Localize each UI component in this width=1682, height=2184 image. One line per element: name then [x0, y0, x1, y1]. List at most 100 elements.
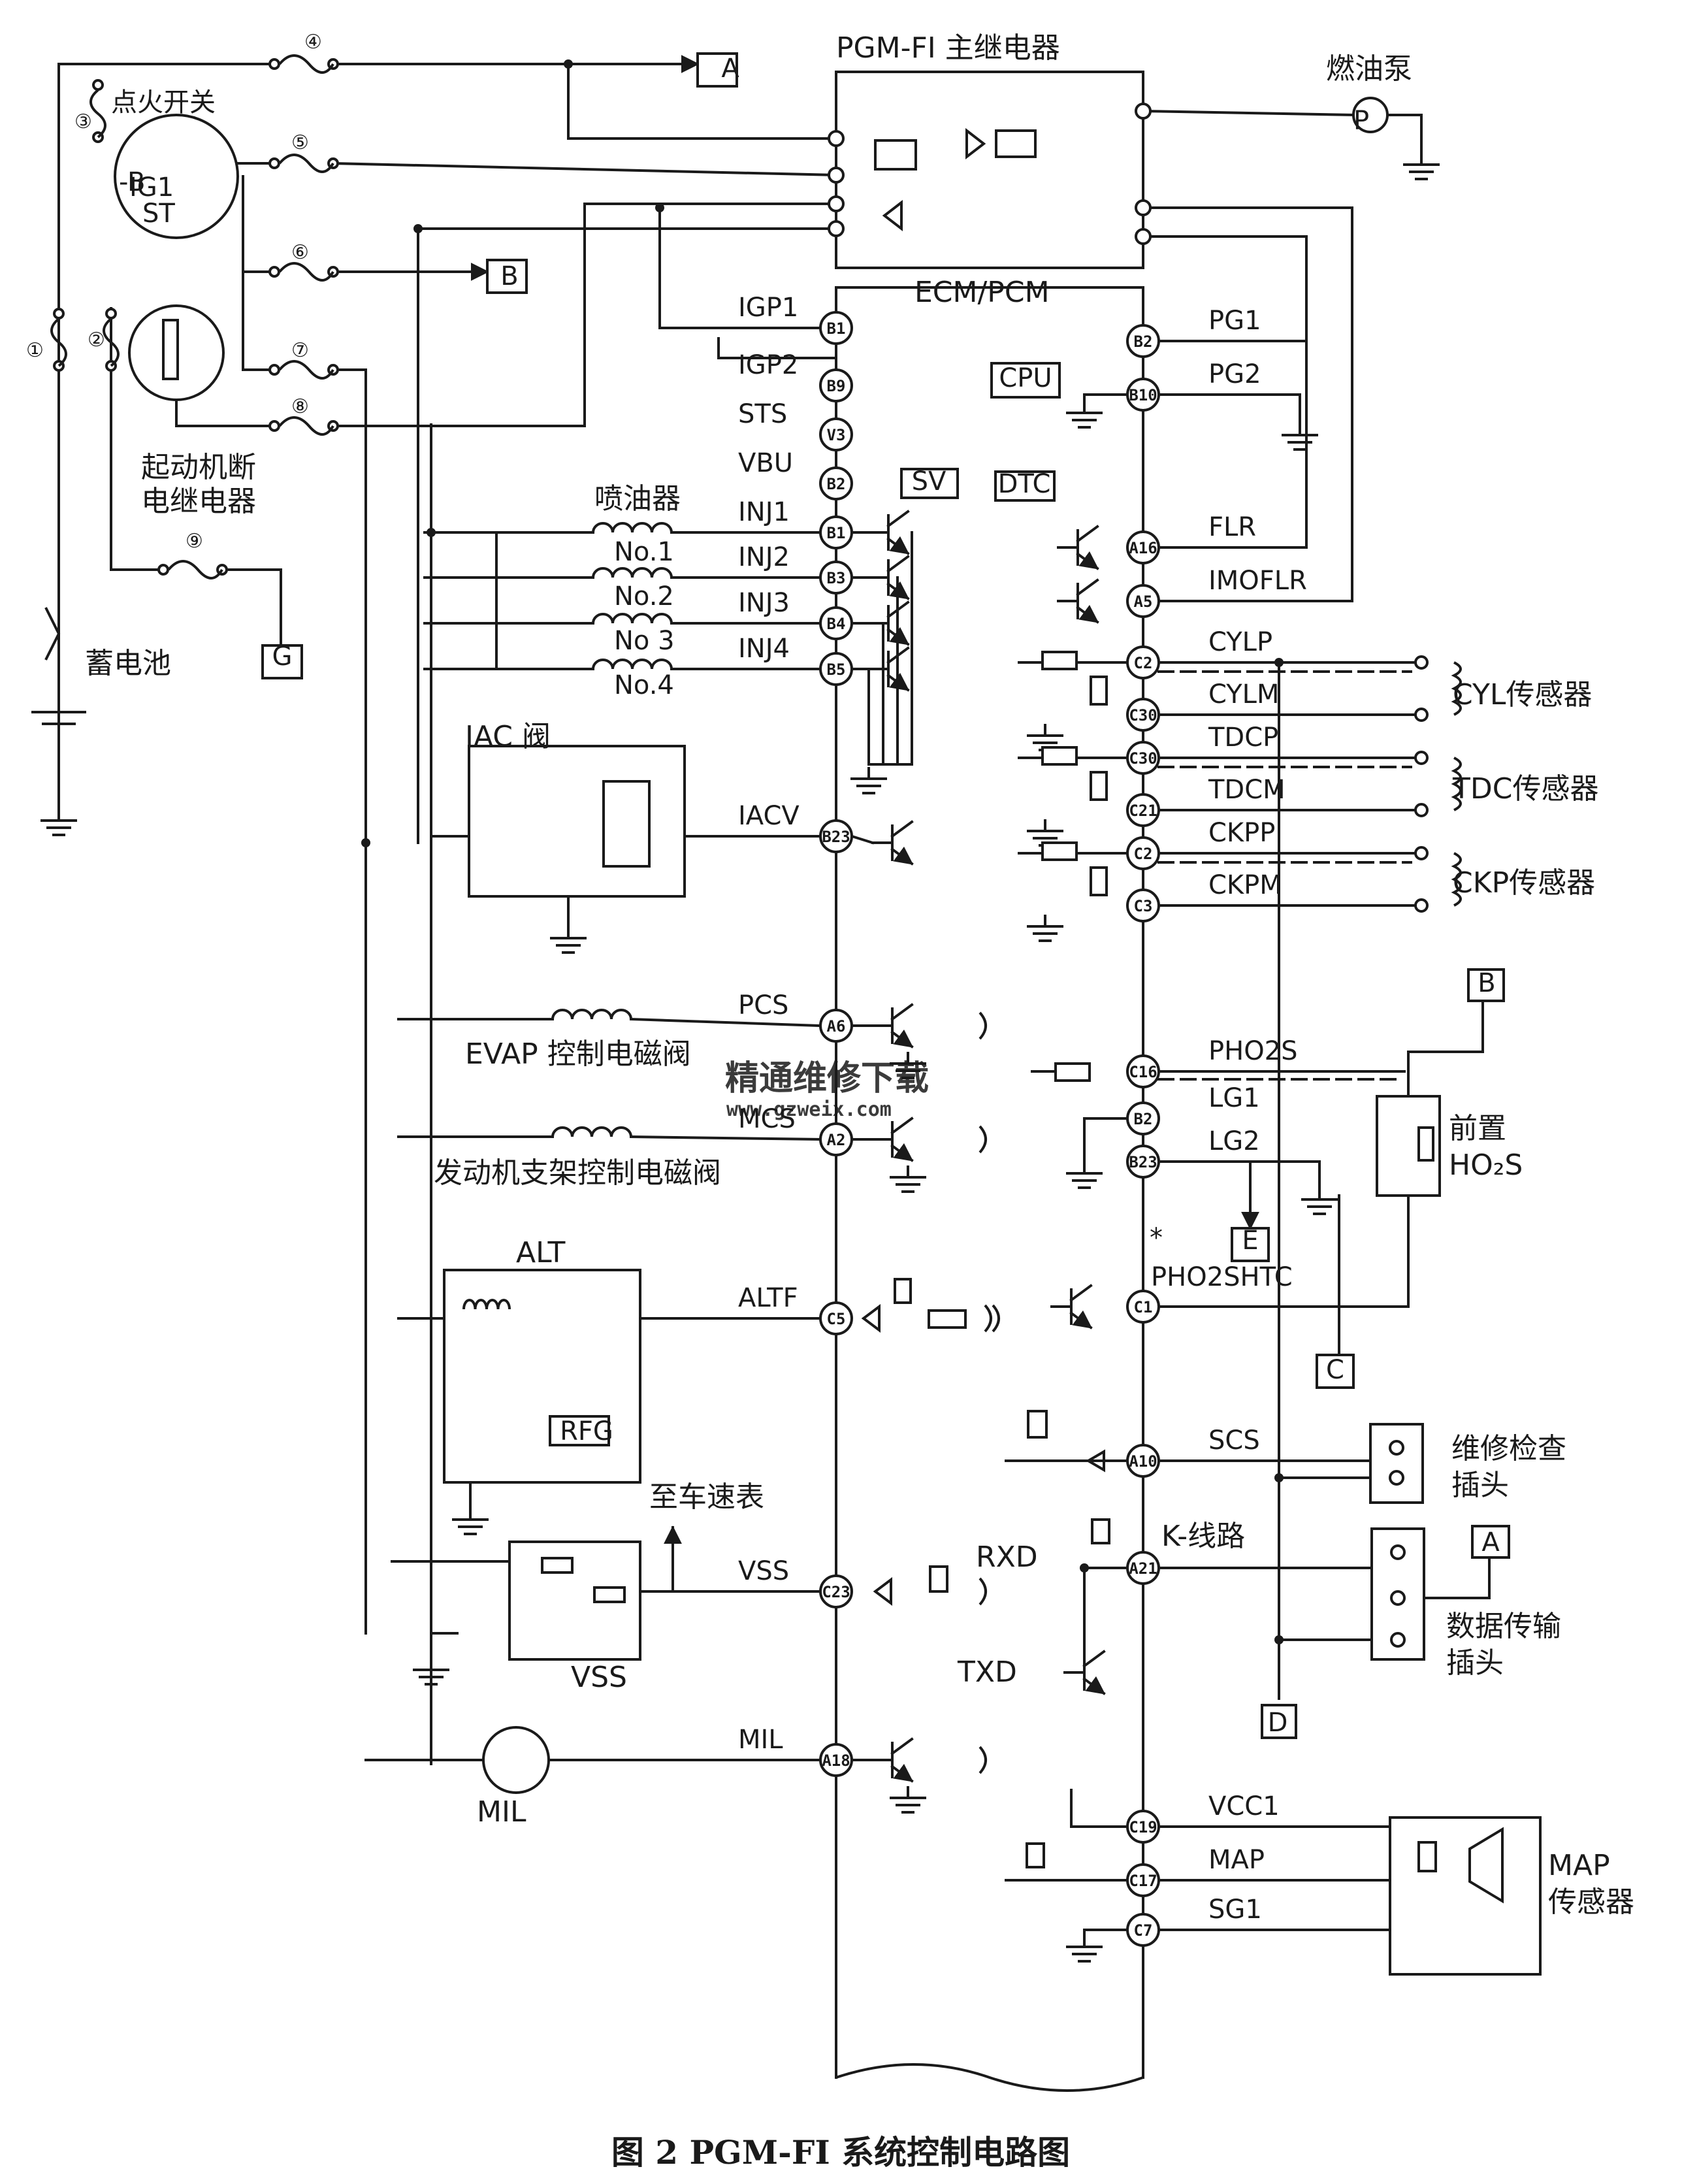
ho2s-label-2: HO₂S: [1449, 1149, 1523, 1182]
map-sensor-label-1: MAP: [1548, 1849, 1610, 1882]
fuse-3-number: ③: [74, 110, 92, 133]
signal-label-ckpm: CKPM: [1208, 870, 1282, 900]
service-check-label-2: 插头: [1451, 1469, 1509, 1502]
txd-label: TXD: [957, 1655, 1017, 1689]
box-a-top: A: [721, 54, 739, 84]
signal-label-pg2: PG2: [1208, 359, 1261, 389]
box-a-top: [696, 52, 738, 88]
connector-terminal: [1390, 1590, 1406, 1606]
wire: [1069, 1284, 1093, 1302]
diode-icon: [1086, 1449, 1105, 1473]
pin-label-c21: C21: [1129, 802, 1157, 820]
signal-label-mil: MIL: [738, 1725, 783, 1755]
pin-a2: [819, 1122, 853, 1156]
fuse-terminal: [105, 308, 117, 319]
fuse-7-number: ⑦: [291, 339, 309, 362]
signal-label-lg2: LG2: [1208, 1126, 1260, 1156]
wire: [629, 1135, 822, 1141]
transistor-emitter: [890, 1029, 914, 1049]
wire: [658, 206, 837, 329]
wire: [1403, 1556, 1491, 1599]
junction-dot: [1274, 658, 1284, 667]
injector-no2: No.2: [614, 581, 674, 611]
pin-a5: [1126, 584, 1160, 618]
pin-b4: [819, 606, 853, 640]
vss-resistor: [593, 1586, 626, 1603]
signal-label-igp2: IGP2: [738, 350, 798, 380]
iac-valve-box: [468, 745, 686, 898]
vss-resistor: [541, 1557, 574, 1574]
relay-coil-icon: [995, 129, 1037, 158]
dtc-box: [994, 470, 1056, 502]
box-b-left: B: [500, 261, 518, 291]
sensor-coil-icon: [1451, 852, 1462, 907]
to-speedo-label: 至车速表: [649, 1480, 764, 1514]
resistor-icon: [1026, 1842, 1045, 1868]
box-e: [1231, 1227, 1270, 1262]
fuse-terminal: [157, 564, 169, 576]
pin-label-c2: C2: [1134, 845, 1153, 863]
pin-label-c19: C19: [1129, 1818, 1157, 1836]
vss-sensor-label: VSS: [571, 1661, 627, 1694]
relay-terminal: [828, 130, 845, 147]
pin-label-b9: B9: [827, 377, 846, 395]
resistor-icon: [1090, 771, 1108, 801]
pin-label-c7: C7: [1134, 1921, 1153, 1940]
signal-label-pho2s: PHO2S: [1208, 1036, 1298, 1066]
connector-curl-icon: [984, 1304, 992, 1333]
fuse-icon: [278, 416, 334, 436]
ho2s-label-1: 前置: [1449, 1112, 1506, 1145]
fuse-icon: [167, 560, 223, 579]
wire: [890, 1737, 914, 1755]
relay-terminal: [1135, 228, 1152, 245]
pin-label-a6: A6: [827, 1017, 846, 1035]
wire: [890, 1003, 914, 1021]
wire: [1142, 235, 1308, 549]
wire: [1386, 114, 1423, 155]
pin-label-v3: V3: [827, 426, 846, 444]
ignition-switch-label: 点火开关: [111, 88, 216, 118]
mil-lamp-label: MIL: [477, 1795, 526, 1829]
wire: [890, 820, 914, 838]
transistor-emitter: [890, 1143, 914, 1162]
connector-curl-icon: [978, 1011, 987, 1040]
sensor-terminal: [1414, 708, 1429, 722]
fuse-icon: [50, 318, 67, 367]
connector-curl-icon: [992, 1304, 1000, 1333]
relay-coil-icon: [874, 139, 917, 171]
sensor-terminal: [1414, 655, 1429, 670]
components: [44, 52, 1542, 2092]
fuse-2-number: ②: [88, 329, 105, 351]
cyl-sensor-label: CYL传感器: [1453, 678, 1592, 711]
service-check-connector: [1369, 1423, 1424, 1504]
wire: [1076, 525, 1099, 543]
wires: [31, 55, 1491, 2079]
ho2s-heater: [1417, 1126, 1434, 1162]
coil-icon: [551, 1126, 632, 1137]
signal-label-tdcm: TDCM: [1208, 775, 1286, 805]
starter-relay-label-2: 电继电器: [141, 485, 256, 518]
signal-label-sg1: SG1: [1208, 1895, 1262, 1925]
junction-dot: [361, 838, 370, 847]
pin-label-a18: A18: [822, 1752, 850, 1770]
pin-c3: [1126, 888, 1160, 922]
star-mark: *: [1150, 1223, 1163, 1253]
sensor-terminal: [1414, 751, 1429, 765]
signal-label-flr: FLR: [1208, 512, 1256, 542]
right-signal-rows: B2B10A16A5C2C30C30C21C2C3C16B2B23C1A10A2…: [1126, 306, 1307, 1947]
wire: [1157, 1194, 1410, 1308]
ecm-torn-edge: [835, 2063, 1144, 2092]
resistor-icon: [1091, 1518, 1110, 1544]
pin-c19: [1126, 1810, 1160, 1844]
pho2shtc-label: PHO2SHTC: [1151, 1262, 1293, 1292]
evap-label: EVAP 控制电磁阀: [465, 1037, 691, 1071]
fuse-icon: [278, 360, 334, 380]
relay-terminal: [828, 220, 845, 237]
signal-label-lg1: LG1: [1208, 1083, 1260, 1113]
transistor-emitter: [1076, 604, 1099, 624]
transistor-emitter: [1076, 551, 1099, 570]
pin-label-c23: C23: [822, 1583, 850, 1601]
diode-icon: [873, 1577, 892, 1606]
pin-label-b23: B23: [822, 828, 850, 846]
